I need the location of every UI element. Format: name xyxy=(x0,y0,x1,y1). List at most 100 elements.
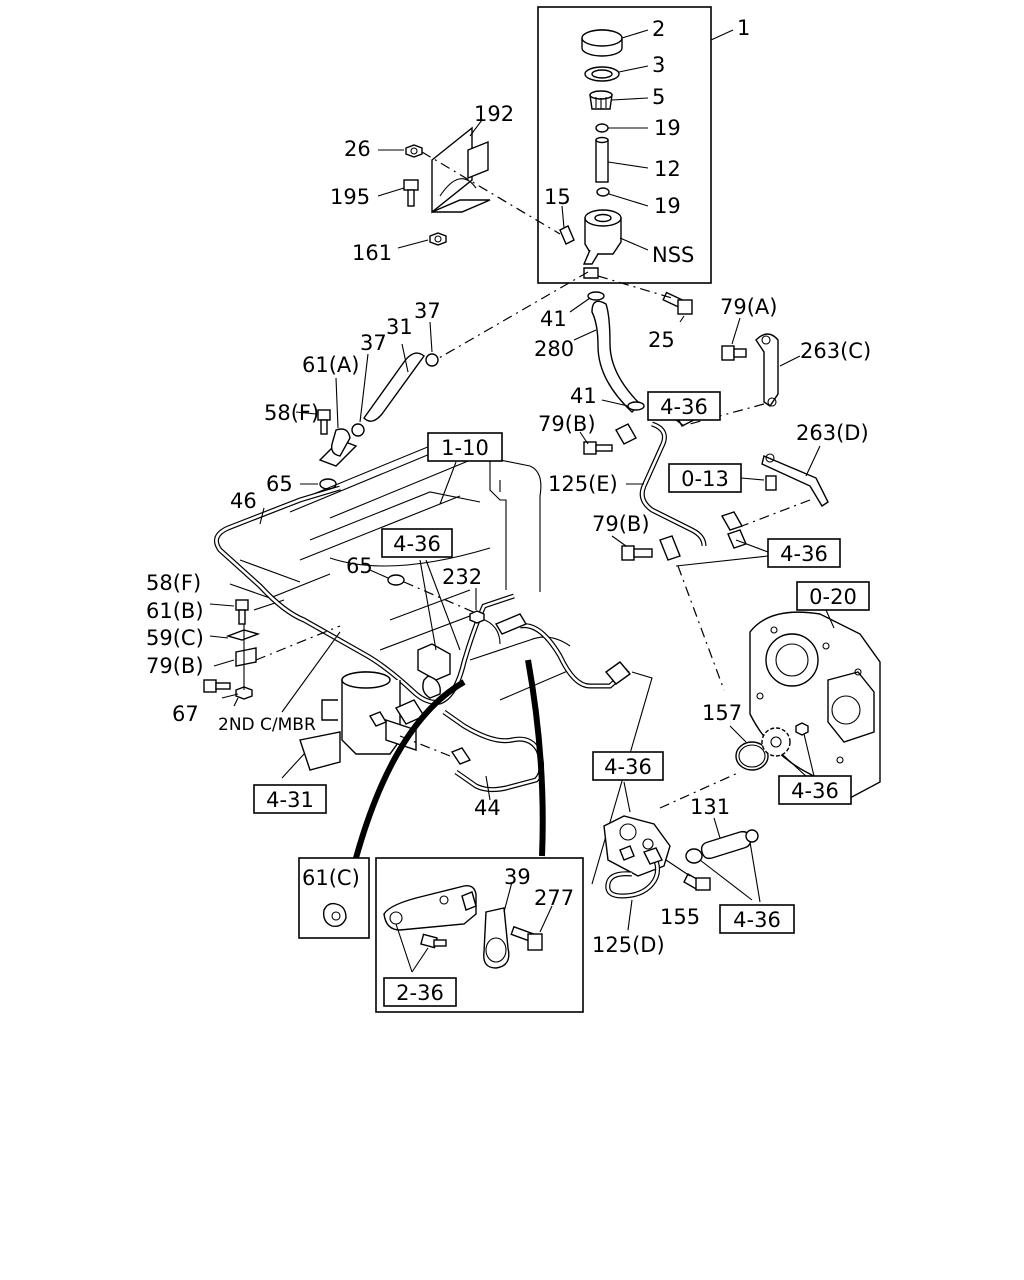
power-steering-pump[interactable] xyxy=(603,815,671,877)
svg-text:2-36: 2-36 xyxy=(396,981,444,1005)
ref-box-4-36-f[interactable]: 4-36 xyxy=(719,904,795,934)
svg-text:0-20: 0-20 xyxy=(809,585,857,609)
nut-26[interactable] xyxy=(405,144,423,158)
o-ring-157[interactable] xyxy=(735,741,769,771)
pipe-44[interactable] xyxy=(442,709,544,793)
pipe-131[interactable] xyxy=(700,830,752,860)
ref-box-4-36-d[interactable]: 4-36 xyxy=(592,751,664,781)
label-part-79b-middle: 79(B) xyxy=(592,512,650,536)
reservoir-pipe[interactable] xyxy=(595,136,609,183)
clip-41-lower[interactable] xyxy=(627,401,645,411)
clip-61c[interactable] xyxy=(322,902,347,928)
label-part-59c: 59(C) xyxy=(146,626,204,650)
pipe-clip-assembly[interactable] xyxy=(417,643,451,699)
label-part-192: 192 xyxy=(474,102,514,126)
ref-box-4-31[interactable]: 4-31 xyxy=(253,784,327,814)
bracket-263d[interactable] xyxy=(761,453,829,507)
nut-232[interactable] xyxy=(469,610,485,624)
bolt-79a[interactable] xyxy=(721,345,747,361)
bracket-263c[interactable] xyxy=(755,333,779,407)
reservoir-cap[interactable] xyxy=(581,29,623,57)
hose-clamp-left[interactable] xyxy=(685,848,703,864)
bolt-79b-upper[interactable] xyxy=(583,441,613,455)
label-part-19-upper: 19 xyxy=(654,116,681,140)
detail-box-bracket xyxy=(375,857,584,1013)
clamp-39[interactable] xyxy=(483,907,510,969)
ref-box-1-10[interactable]: 1-10 xyxy=(427,432,503,462)
ref-box-0-20[interactable]: 0-20 xyxy=(796,581,870,611)
clip-61a-assembly[interactable] xyxy=(317,409,358,467)
label-nss: NSS xyxy=(652,243,694,267)
label-part-232: 232 xyxy=(442,565,482,589)
reservoir-lower-nut[interactable] xyxy=(596,187,610,197)
label-part-67: 67 xyxy=(172,702,199,726)
reservoir-seal[interactable] xyxy=(584,66,620,82)
clamp-37-upper[interactable] xyxy=(425,353,439,367)
ref-box-4-36-a[interactable]: 4-36 xyxy=(647,391,721,421)
clamp-37-lower[interactable] xyxy=(351,423,365,437)
hose-clamp-right[interactable] xyxy=(745,829,759,843)
ref-box-4-36-e[interactable]: 4-36 xyxy=(778,775,852,805)
label-part-1: 1 xyxy=(737,16,750,40)
label-part-131: 131 xyxy=(690,795,730,819)
pipe-46[interactable] xyxy=(213,485,515,705)
label-part-65-upper: 65 xyxy=(266,472,293,496)
left-clip-assembly[interactable] xyxy=(203,599,261,700)
label-part-157: 157 xyxy=(702,701,742,725)
label-part-46: 46 xyxy=(230,489,257,513)
reservoir-strainer[interactable] xyxy=(589,90,613,110)
reservoir-small-nut[interactable] xyxy=(595,123,609,133)
label-part-15: 15 xyxy=(544,185,571,209)
label-part-19-lower: 19 xyxy=(654,194,681,218)
second-chamber-unit[interactable] xyxy=(299,671,426,771)
ref-box-4-36-c[interactable]: 4-36 xyxy=(767,538,841,568)
reservoir-assembly-frame xyxy=(537,6,712,284)
bolt-277[interactable] xyxy=(510,925,543,951)
drive-sprocket[interactable] xyxy=(761,722,809,757)
hose-31[interactable] xyxy=(363,352,425,422)
detail-box-61c xyxy=(298,857,370,939)
pipe-rear-branch[interactable] xyxy=(519,623,632,689)
bolt-155[interactable] xyxy=(683,873,711,891)
bolt-195[interactable] xyxy=(403,179,419,207)
reservoir-body[interactable] xyxy=(582,209,622,265)
label-part-155: 155 xyxy=(660,905,700,929)
pipe-125e[interactable] xyxy=(639,421,707,547)
pipe-125d[interactable] xyxy=(605,847,663,899)
label-part-39: 39 xyxy=(504,865,531,889)
label-part-44: 44 xyxy=(474,796,501,820)
bolt-25[interactable] xyxy=(662,291,693,315)
ref-box-2-36[interactable]: 2-36 xyxy=(383,977,457,1007)
label-part-79a: 79(A) xyxy=(720,295,777,319)
ref-box-4-36-b[interactable]: 4-36 xyxy=(381,528,453,558)
label-part-26: 26 xyxy=(344,137,371,161)
hose-280[interactable] xyxy=(591,300,641,413)
label-part-25: 25 xyxy=(648,328,675,352)
timing-cover[interactable] xyxy=(749,611,881,799)
nut-161[interactable] xyxy=(429,232,447,246)
label-part-277: 277 xyxy=(534,886,574,910)
label-second-chamber: 2ND C/MBR xyxy=(218,715,316,735)
washer-65-lower[interactable] xyxy=(387,574,405,586)
label-part-263d: 263(D) xyxy=(796,421,869,445)
bolt-79b-middle[interactable] xyxy=(621,545,653,561)
mounting-bracket-192[interactable] xyxy=(431,126,491,214)
label-part-58f-lower: 58(F) xyxy=(146,571,201,595)
pump-bracket[interactable] xyxy=(383,884,477,931)
label-part-3: 3 xyxy=(652,53,665,77)
label-part-280: 280 xyxy=(534,337,574,361)
label-part-195: 195 xyxy=(330,185,370,209)
label-part-61a: 61(A) xyxy=(302,353,359,377)
svg-text:4-31: 4-31 xyxy=(266,788,314,812)
bolt-bracket[interactable] xyxy=(420,933,447,949)
ref-box-0-13[interactable]: 0-13 xyxy=(668,463,742,493)
label-part-125e: 125(E) xyxy=(548,472,618,496)
label-part-5: 5 xyxy=(652,85,665,109)
reservoir-bracket[interactable] xyxy=(559,225,575,245)
clip-41-upper[interactable] xyxy=(587,291,605,301)
bracket-upper-pipe[interactable] xyxy=(494,613,528,635)
label-part-2: 2 xyxy=(652,17,665,41)
label-part-37-upper: 37 xyxy=(414,299,441,323)
